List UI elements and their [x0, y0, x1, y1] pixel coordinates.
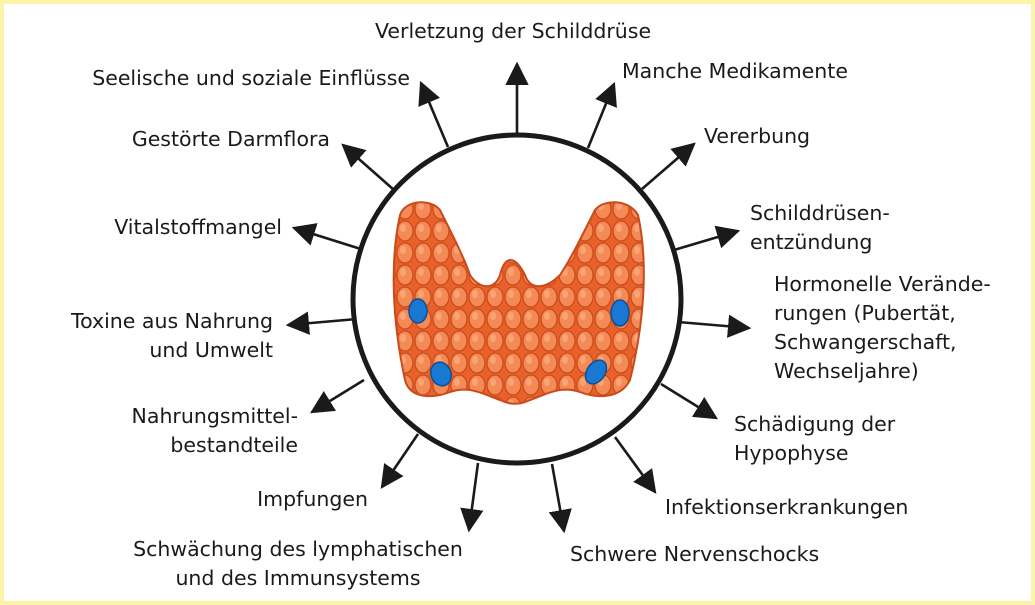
label-vererbung: Vererbung [704, 122, 810, 151]
label-infektion: Infektionserkrankungen [665, 493, 908, 522]
arrow-impfungen [382, 434, 418, 487]
arrow-seelische [421, 83, 448, 147]
label-darmflora: Gestörte Darmflora [80, 125, 330, 154]
arrow-lymphatisch [469, 463, 478, 530]
label-nahrungsmittel: Nahrungsmittel- bestandteile [100, 402, 298, 460]
arrow-toxine [288, 319, 357, 325]
label-medikamente: Manche Medikamente [622, 57, 848, 86]
arrow-nervenschocks [552, 464, 564, 531]
label-lymphatisch: Schwächung des lymphatischen und des Imm… [128, 535, 468, 593]
arrow-infektion [615, 437, 655, 492]
label-seelische: Seelische und soziale Einflüsse [40, 64, 410, 93]
arrow-darmflora [343, 145, 394, 190]
label-entzuendung: Schilddrüsen- entzündung [750, 199, 890, 257]
nodule-icon [409, 299, 427, 323]
arrow-hormonelle [678, 322, 749, 328]
arrow-vererbung [642, 144, 694, 189]
label-hormonelle: Hormonelle Verände- rungen (Pubertät, Sc… [774, 270, 991, 386]
label-verletzung: Verletzung der Schilddrüse [375, 17, 651, 46]
arrow-entzuendung [674, 231, 738, 250]
label-vitalstoff: Vitalstoffmangel [60, 213, 282, 242]
arrow-nahrungsmittel [312, 380, 364, 412]
arrow-vitalstoff [294, 228, 364, 250]
label-impfungen: Impfungen [200, 485, 368, 514]
label-toxine: Toxine aus Nahrung und Umwelt [30, 307, 273, 365]
nodule-icon [611, 300, 629, 326]
arrow-hypophyse [661, 384, 716, 418]
label-nervenschocks: Schwere Nervenschocks [570, 540, 819, 569]
arrow-medikamente [588, 84, 614, 148]
label-hypophyse: Schädigung der Hypophyse [734, 410, 895, 468]
